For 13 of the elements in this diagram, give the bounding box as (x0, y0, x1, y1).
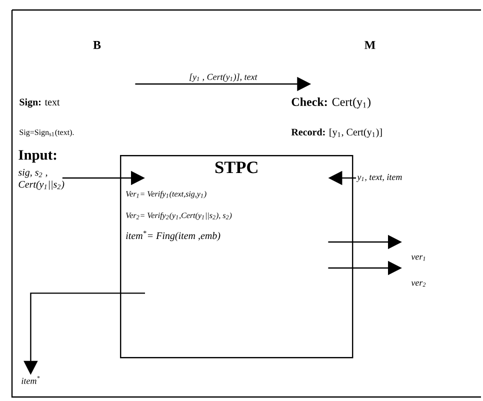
note-text: Sig=Sign$_{s1}$(text). (20, 129, 74, 137)
party-label: M (364, 41, 376, 49)
note-text: Sign: text (20, 98, 60, 108)
output-label: ver$_{2}$ (411, 281, 426, 287)
edge-label: [y$_{1}$ , Cert(y$_{1}$)], text (190, 74, 258, 82)
process-box: STPC Ver$_{1}$= Verify$_{1}$(text,sig,y$_{1}$) Ver$_{2}$= Verify$_{2}$(y$_{1}$,Cert(y$_{1}$||s$_{2}$), s$_{2}$) item$^{*}$= Fing(item ,emb) (120, 155, 354, 358)
input-text: Input: sig, s$_{2}$ , Cert(y$_{1}$||s$_{2}$) (18, 150, 64, 190)
note-text: Record: [y$_{1}$, Cert(y$_{1}$)] (291, 128, 382, 138)
output-label: ver$_{1}$ (411, 255, 426, 261)
input-text: y$_{1}$, text, item (356, 174, 402, 182)
party-label: B (93, 41, 101, 49)
output-label: item$^{*}$ (22, 376, 40, 384)
note-text: Check: Cert(y$_{1}$) (292, 98, 370, 108)
